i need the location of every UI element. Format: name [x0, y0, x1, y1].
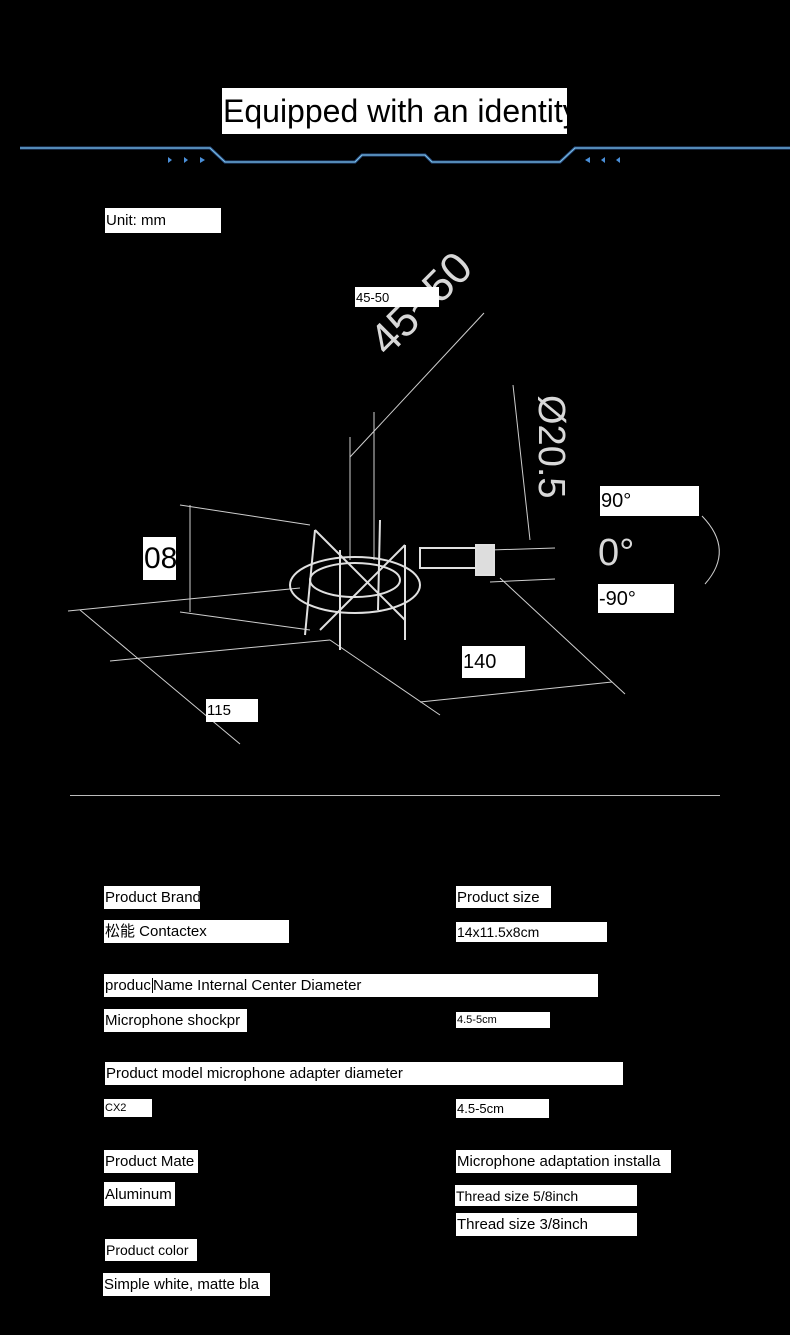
- adapter-diameter-value: 4.5-5cm: [456, 1099, 549, 1118]
- color-value: Simple white, matte bla: [103, 1273, 270, 1296]
- color-label: Product color: [105, 1239, 197, 1261]
- model-adapter-label: Product model microphone adapter diamete…: [105, 1062, 623, 1085]
- angle-down-label: -90°: [598, 584, 674, 613]
- arrow-left-icons: [585, 157, 620, 163]
- angle-zero-label: 0°: [598, 532, 635, 574]
- name-value: Microphone shockpr: [104, 1009, 247, 1032]
- dimension-diameter: Ø20.5: [530, 395, 572, 499]
- dimension-height: 08: [143, 537, 176, 580]
- thread-size-2: Thread size 3/8inch: [456, 1213, 637, 1236]
- brand-label: Product Brand: [104, 886, 200, 909]
- name-diameter-label: produc Name Internal Center Diameter: [104, 974, 598, 997]
- name-label: produc: [105, 978, 153, 993]
- inner-diameter-value: 4.5-5cm: [456, 1012, 550, 1028]
- header-divider-line: [20, 146, 790, 164]
- material-label: Product Mate: [104, 1150, 198, 1173]
- shockmount-illustration: [289, 519, 495, 650]
- install-label: Microphone adaptation installa: [456, 1150, 671, 1173]
- dimension-width: 115: [206, 699, 258, 722]
- material-value: Aluminum: [104, 1182, 175, 1206]
- angle-up-label: 90°: [600, 486, 699, 516]
- dimension-45-50-label: 45-50: [355, 287, 439, 307]
- dimension-lines: [67, 312, 720, 745]
- size-label: Product size: [456, 886, 551, 908]
- unit-label: Unit: mm: [105, 208, 221, 233]
- inner-diameter-label: Name Internal Center Diameter: [153, 977, 362, 994]
- brand-value: 松能 Contactex: [104, 920, 289, 943]
- section-divider: [70, 795, 720, 796]
- page-title: Equipped with an identity: [222, 88, 567, 134]
- arrow-right-icons: [168, 157, 205, 163]
- model-value: CX2: [104, 1099, 152, 1117]
- size-value: 14x11.5x8cm: [456, 922, 607, 942]
- thread-size-1: Thread size 5/8inch: [455, 1185, 637, 1206]
- dimension-length: 140: [462, 646, 525, 678]
